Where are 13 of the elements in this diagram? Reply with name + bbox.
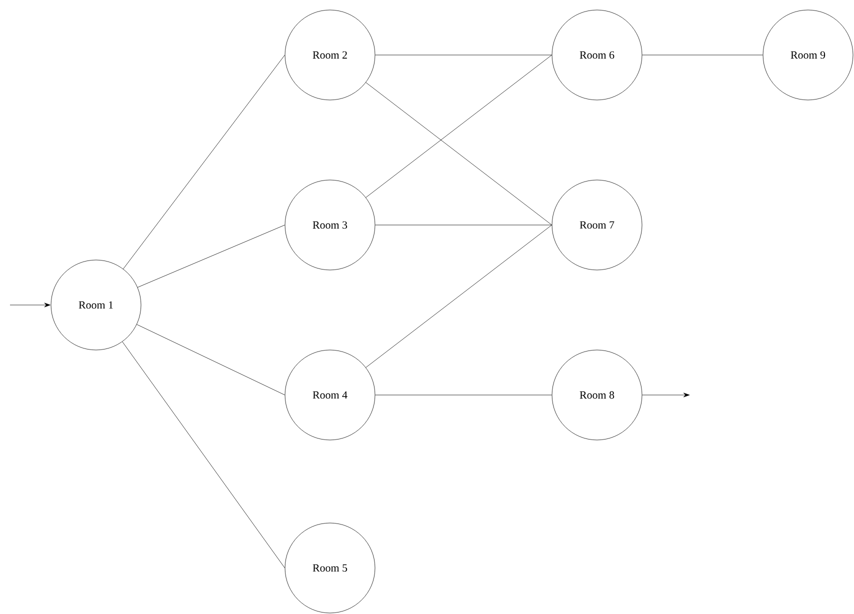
connector-line — [375, 224, 552, 226]
connector-line — [366, 82, 552, 226]
connector-line — [122, 342, 285, 568]
connector-line — [375, 54, 552, 56]
arrow — [10, 302, 50, 308]
connector-line — [366, 224, 552, 368]
connector-line — [123, 54, 285, 270]
connector-line — [136, 324, 285, 396]
connector-line — [642, 54, 764, 56]
arrow — [642, 392, 690, 398]
connector-line — [375, 394, 552, 396]
connector-line — [137, 224, 285, 288]
connector-line — [366, 54, 552, 198]
